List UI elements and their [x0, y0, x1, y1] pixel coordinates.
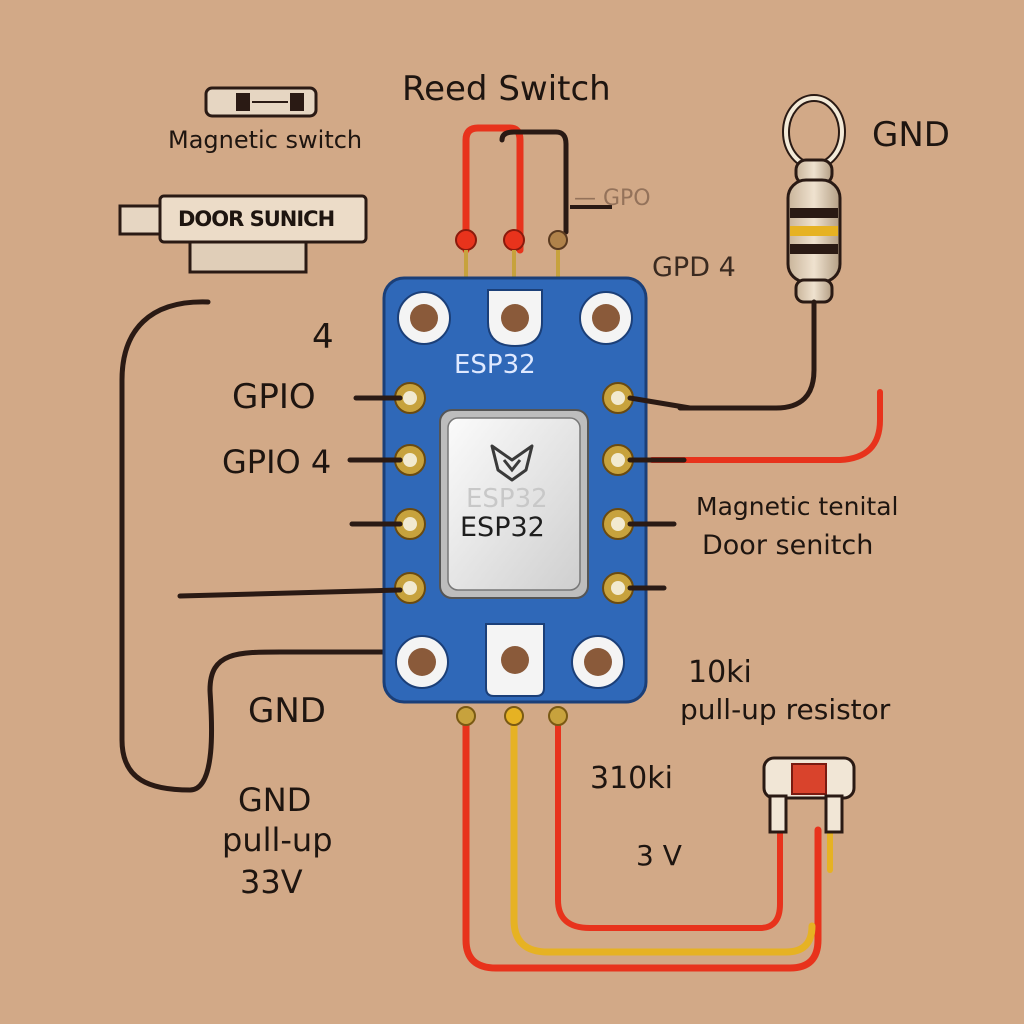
- magnetic-switch-icon: [204, 86, 318, 118]
- gpd4-label: GPD 4: [652, 252, 736, 283]
- magnetic-switch-label: Magnetic switch: [168, 126, 363, 154]
- board-esp32-label: ESP32: [454, 350, 536, 380]
- reed-switch-wires: [455, 124, 612, 280]
- gnd-top-right-label: GND: [872, 115, 950, 155]
- voltage-33v-label: 33V: [240, 863, 303, 901]
- resistor-top-icon: [677, 94, 846, 411]
- chip-esp32-faded-label: ESP32: [466, 484, 548, 514]
- gpo-label: — GPO: [574, 186, 651, 211]
- bottom-wires: [456, 706, 833, 972]
- voltage-3v-label: 3 V: [636, 839, 682, 872]
- reed-switch-label: Reed Switch: [402, 69, 611, 109]
- resistor-10k-line1: 10ki: [688, 655, 752, 690]
- resistor-10k-line2: pull-up resistor: [680, 693, 891, 726]
- resistor-310k-label: 310ki: [590, 761, 673, 796]
- magnetic-terminal-line1: Magnetic tenital: [696, 492, 899, 521]
- pin-leads: [177, 395, 693, 599]
- resistor-bottom-icon: [762, 756, 856, 834]
- side-pins: [394, 382, 634, 604]
- gnd-left-label: GND: [248, 691, 326, 731]
- door-switch-label: DOOR SUNICH: [178, 207, 335, 231]
- num-4-label: 4: [312, 317, 334, 357]
- gnd-bottom-label: GND: [238, 781, 312, 819]
- gpio-left2-label: GPIO 4: [222, 443, 332, 481]
- chip-esp32-label: ESP32: [460, 512, 545, 543]
- magnetic-terminal-line2: Door senitch: [702, 530, 874, 561]
- door-switch-icon: [118, 194, 368, 274]
- gpio-left1-label: GPIO: [232, 377, 316, 417]
- right-red-wire: [649, 389, 883, 463]
- mounting-holes: [395, 289, 633, 697]
- esp-logo-icon: [490, 444, 534, 482]
- left-loop-wire: [119, 299, 401, 793]
- esp32-board: [177, 276, 693, 704]
- pullup-bottom-label: pull-up: [222, 821, 333, 859]
